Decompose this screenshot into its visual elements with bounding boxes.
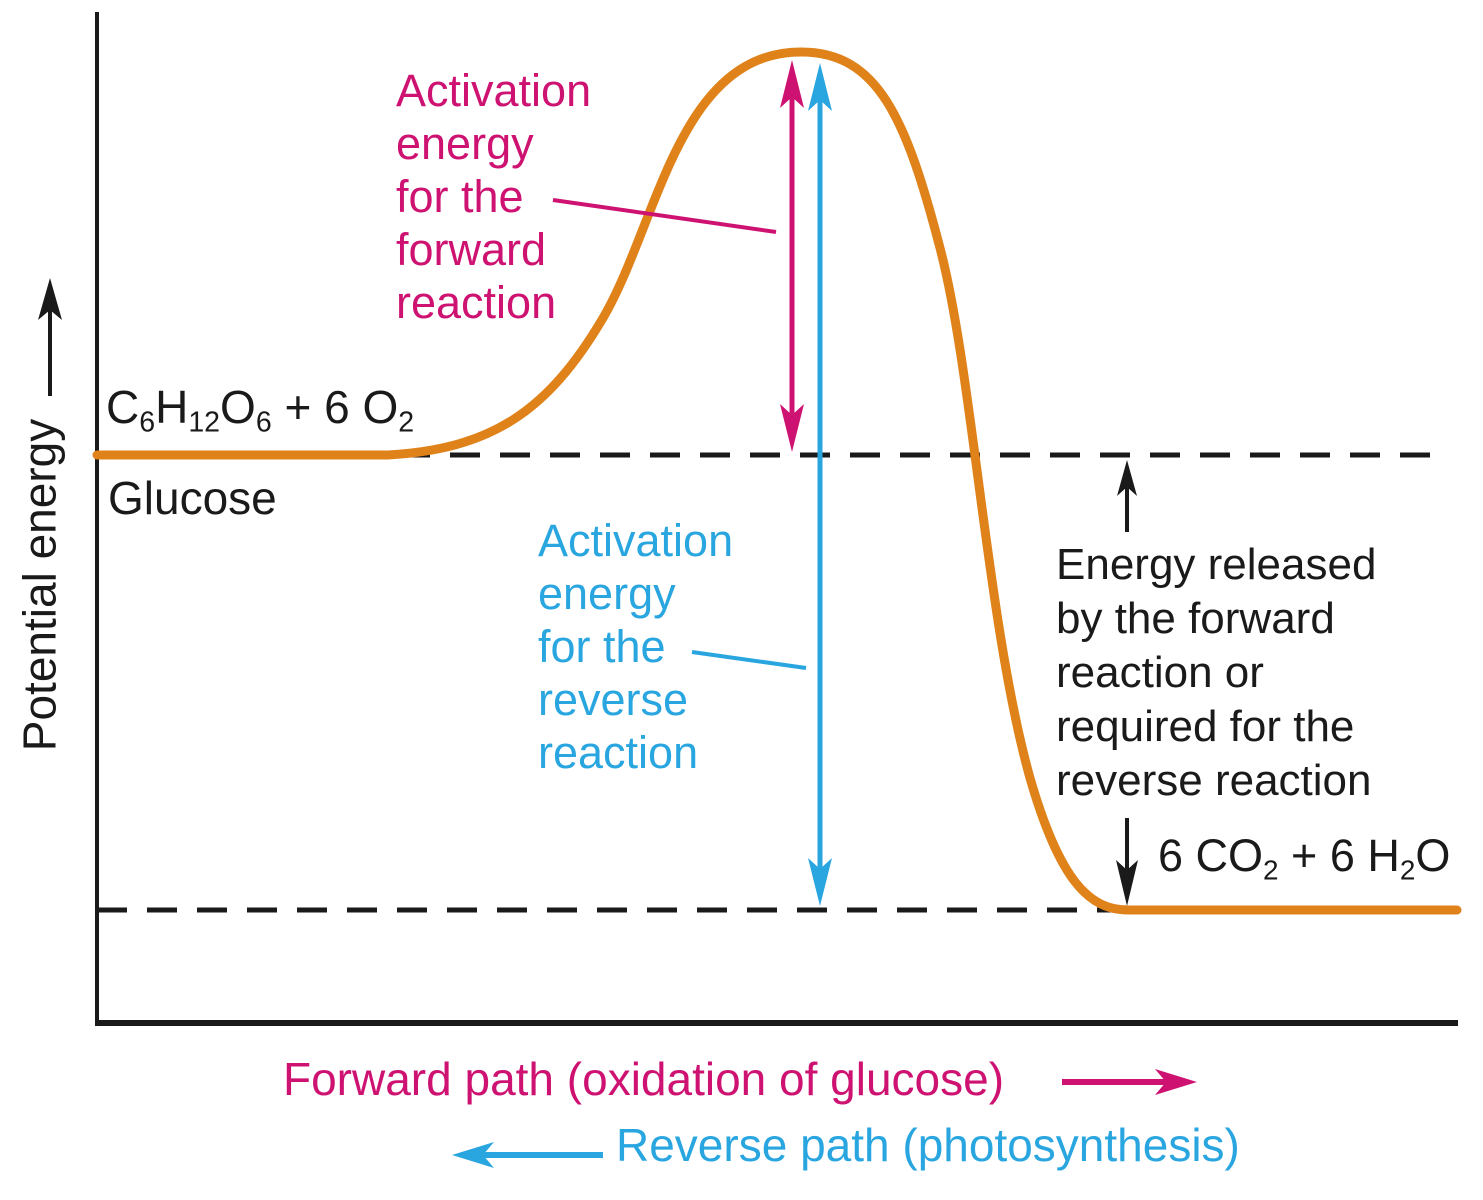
energy-released-down-arrow-icon: [1116, 818, 1138, 906]
reverse-activation-leader-line: [691, 650, 807, 670]
forward-path-label: Forward path (oxidation of glucose): [283, 1053, 1005, 1105]
formula-subscript: 12: [188, 406, 221, 439]
reverse-activation-double-arrow-icon: [808, 63, 832, 906]
formula-text: C: [106, 381, 140, 433]
formula-subscript: 6: [139, 406, 156, 439]
forward-activation-leader-line: [552, 198, 777, 234]
formula-text: + 6 H: [1278, 830, 1400, 881]
reactants-formula: C6H12O6 + 6 O2: [106, 381, 414, 437]
formula-text: H: [155, 381, 189, 433]
reverse-path-label: Reverse path (photosynthesis): [616, 1119, 1240, 1171]
y-axis-title: Potential energy: [13, 418, 66, 752]
up-arrow-icon: [38, 278, 62, 396]
forward-path-arrow-icon: [1062, 1069, 1197, 1095]
energy-released-up-arrow-icon: [1117, 460, 1137, 532]
activation-reverse-annotation: Activation energy for the reverse reacti…: [538, 515, 734, 778]
products-formula: 6 CO2 + 6 H2O: [1158, 830, 1451, 886]
formula-text: 6 CO: [1158, 830, 1264, 881]
energy-released-annotation: Energy released by the forward reaction …: [1056, 540, 1377, 805]
formula-text: + 6 O: [271, 381, 399, 433]
reverse-path-arrow-icon: [452, 1142, 603, 1168]
reactants-name: Glucose: [108, 472, 277, 524]
activation-forward-annotation: Activation energy for the forward reacti…: [396, 65, 592, 328]
formula-subscript: 2: [1399, 854, 1416, 886]
forward-activation-double-arrow-icon: [780, 60, 804, 452]
formula-text: O: [220, 381, 256, 433]
formula-subscript: 6: [255, 406, 272, 439]
formula-subscript: 2: [398, 406, 415, 439]
energy-curve: [92, 47, 1462, 915]
formula-subscript: 2: [1263, 854, 1279, 886]
formula-text: O: [1415, 830, 1451, 881]
